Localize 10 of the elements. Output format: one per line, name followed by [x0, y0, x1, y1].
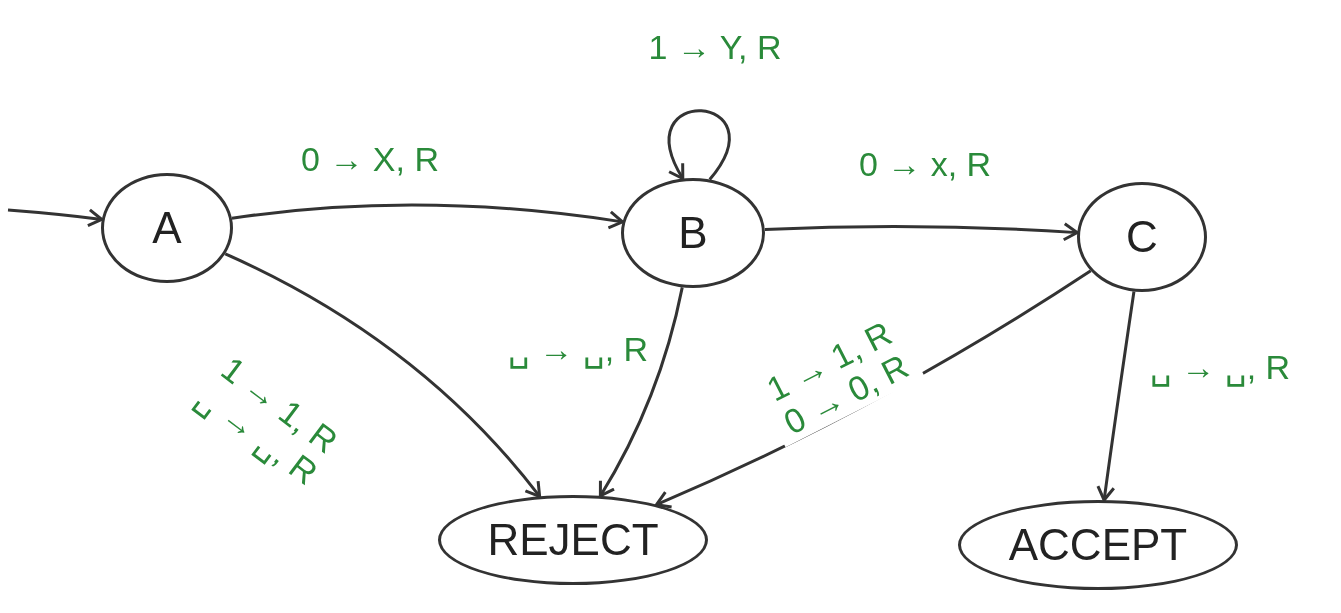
- transition-arrow: [231, 203, 624, 230]
- state-name: C: [1126, 212, 1158, 262]
- state-name: A: [152, 203, 182, 253]
- self-loop-arrow: [667, 109, 731, 181]
- state-name: B: [678, 208, 708, 258]
- state-name: ACCEPT: [1008, 520, 1188, 570]
- transition-arrow: [1096, 291, 1136, 502]
- transition-arrow: [764, 222, 1079, 242]
- state-name: REJECT: [487, 515, 659, 565]
- transition-arrow: [7, 208, 104, 228]
